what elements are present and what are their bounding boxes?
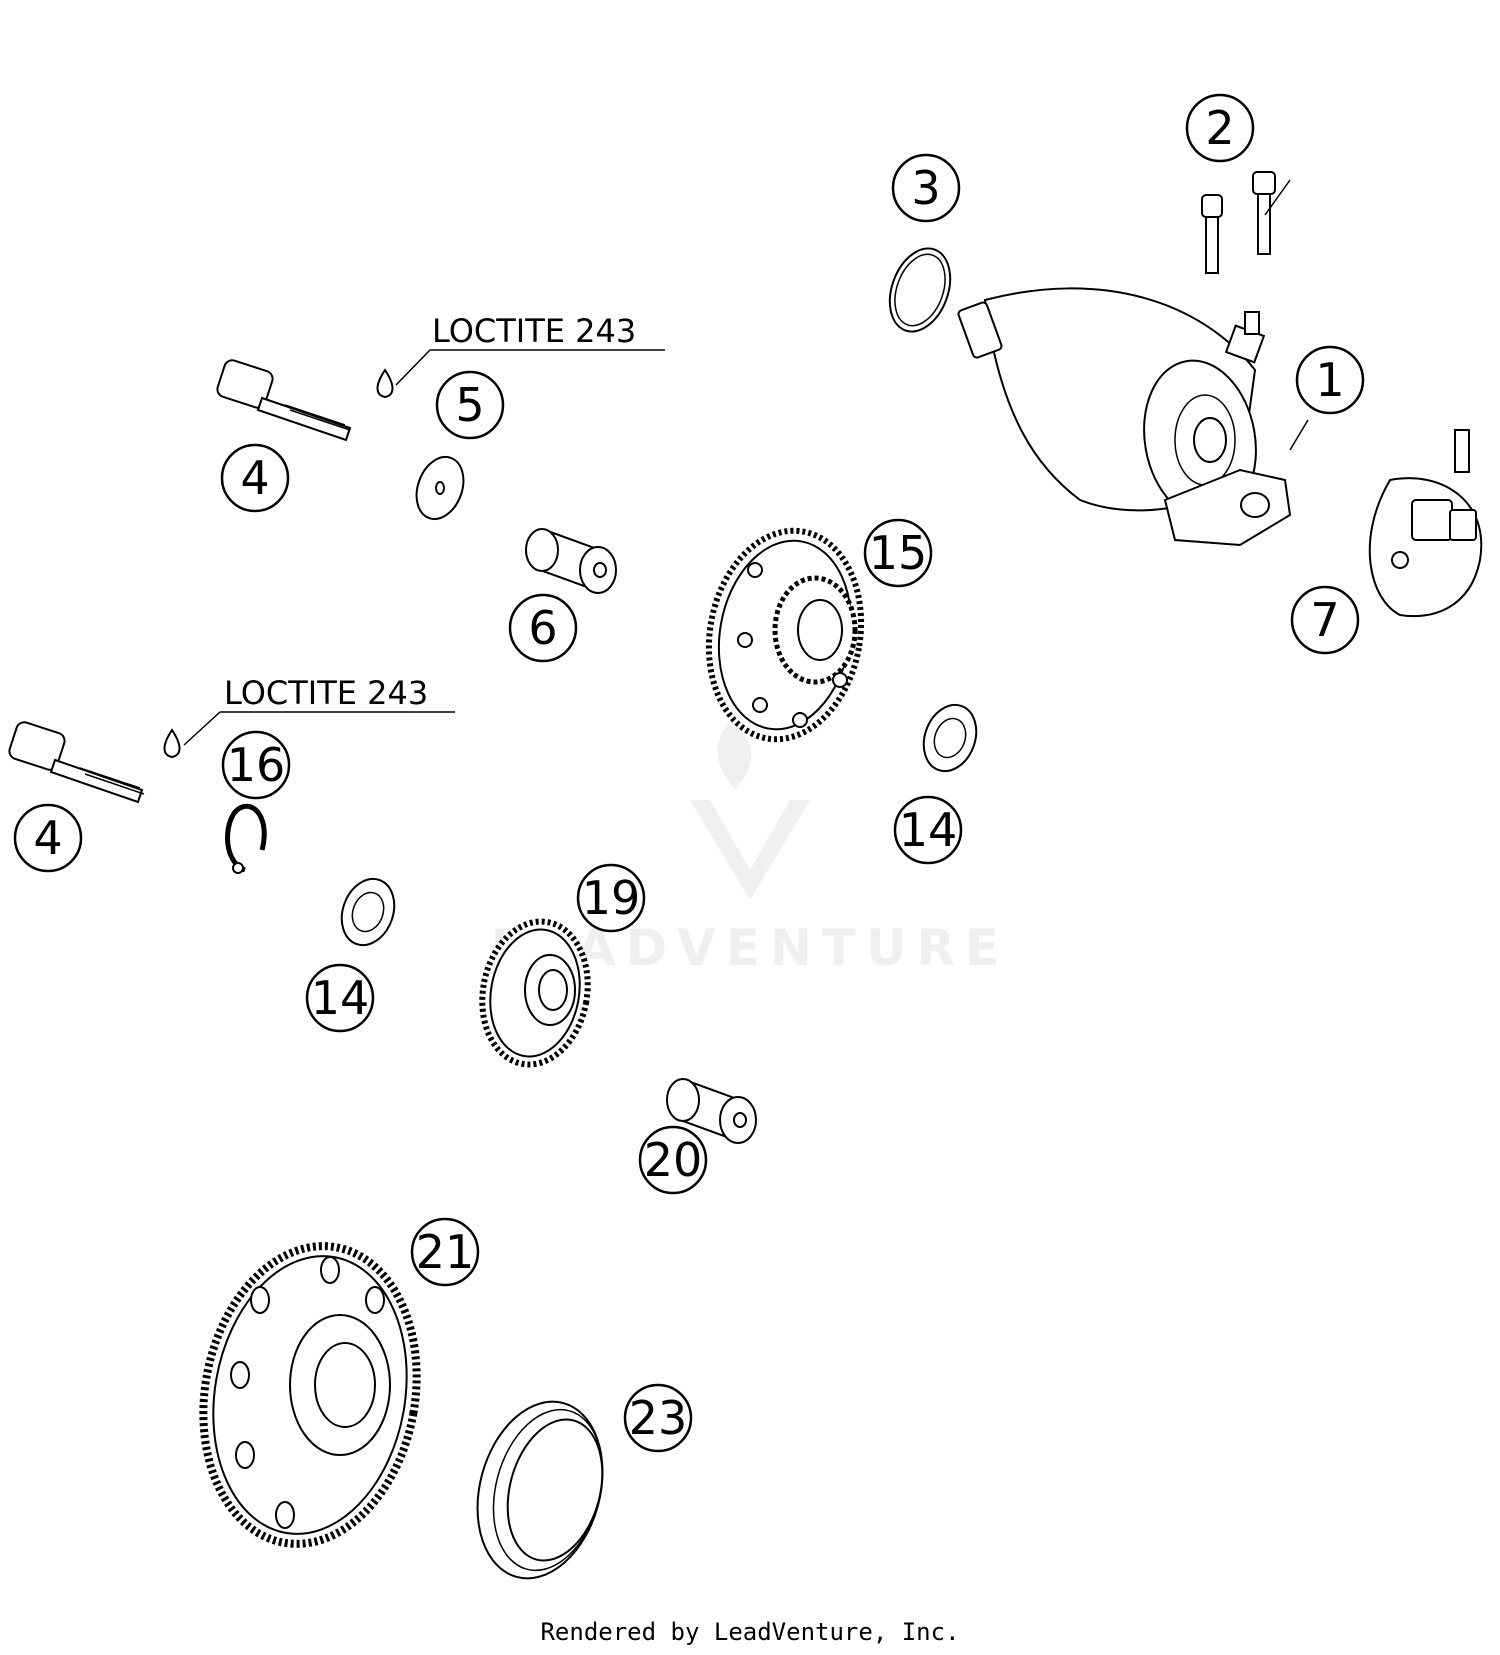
svg-text:7: 7 bbox=[1310, 593, 1339, 647]
callout-p3: 3 bbox=[891, 153, 961, 223]
loctite-label-top: LOCTITE 243 bbox=[432, 312, 636, 350]
pin-6 bbox=[525, 528, 617, 594]
callout-p23: 23 bbox=[623, 1383, 693, 1453]
svg-text:15: 15 bbox=[869, 526, 928, 580]
bolt-bottom bbox=[8, 721, 145, 804]
callout-p16: 16 bbox=[221, 730, 291, 800]
leader-lines bbox=[1264, 179, 1309, 451]
svg-text:14: 14 bbox=[311, 971, 370, 1025]
callout-p6: 6 bbox=[508, 593, 578, 663]
pin-20 bbox=[666, 1078, 757, 1144]
starter-motor bbox=[957, 287, 1292, 547]
callout-p14b: 14 bbox=[305, 963, 375, 1033]
callout-p4b: 4 bbox=[13, 803, 83, 873]
svg-text:2: 2 bbox=[1205, 101, 1234, 155]
loctite-label-bottom: LOCTITE 243 bbox=[224, 674, 428, 712]
svg-text:23: 23 bbox=[629, 1391, 688, 1445]
bearing-ring-23 bbox=[476, 1400, 604, 1580]
callout-p19: 19 bbox=[576, 863, 646, 933]
svg-text:6: 6 bbox=[528, 601, 557, 655]
callout-p4a: 4 bbox=[220, 443, 290, 513]
callout-p2: 2 bbox=[1185, 93, 1255, 163]
svg-text:4: 4 bbox=[33, 811, 62, 865]
svg-text:3: 3 bbox=[911, 161, 940, 215]
svg-text:16: 16 bbox=[227, 738, 286, 792]
screws-pair bbox=[1201, 171, 1276, 274]
svg-text:4: 4 bbox=[240, 451, 269, 505]
callout-p7: 7 bbox=[1290, 585, 1360, 655]
bolt-top bbox=[216, 359, 352, 442]
callout-p20: 20 bbox=[638, 1125, 708, 1195]
starter-gear-21 bbox=[199, 1242, 421, 1548]
o-ring bbox=[888, 247, 952, 333]
svg-text:1: 1 bbox=[1315, 353, 1344, 407]
svg-text:21: 21 bbox=[416, 1225, 475, 1279]
washer-14-right bbox=[922, 703, 978, 773]
svg-text:19: 19 bbox=[582, 871, 641, 925]
washer-14-left bbox=[340, 877, 396, 947]
callout-p5: 5 bbox=[435, 370, 505, 440]
brush-holder bbox=[1368, 429, 1483, 618]
callout-p1: 1 bbox=[1295, 345, 1365, 415]
callout-p15: 15 bbox=[863, 518, 933, 588]
svg-text:14: 14 bbox=[899, 803, 958, 857]
callout-p14a: 14 bbox=[893, 795, 963, 865]
svg-text:20: 20 bbox=[644, 1133, 703, 1187]
gear-19 bbox=[479, 918, 591, 1068]
loctite-drop-bottom bbox=[163, 728, 181, 759]
circlip-16 bbox=[225, 803, 267, 873]
intermediate-gear-15 bbox=[705, 527, 865, 743]
loctite-drop-top bbox=[376, 368, 394, 399]
callout-p21: 21 bbox=[410, 1217, 480, 1287]
svg-text:5: 5 bbox=[455, 378, 484, 432]
footer-credit: Rendered by LeadVenture, Inc. bbox=[540, 1618, 959, 1646]
